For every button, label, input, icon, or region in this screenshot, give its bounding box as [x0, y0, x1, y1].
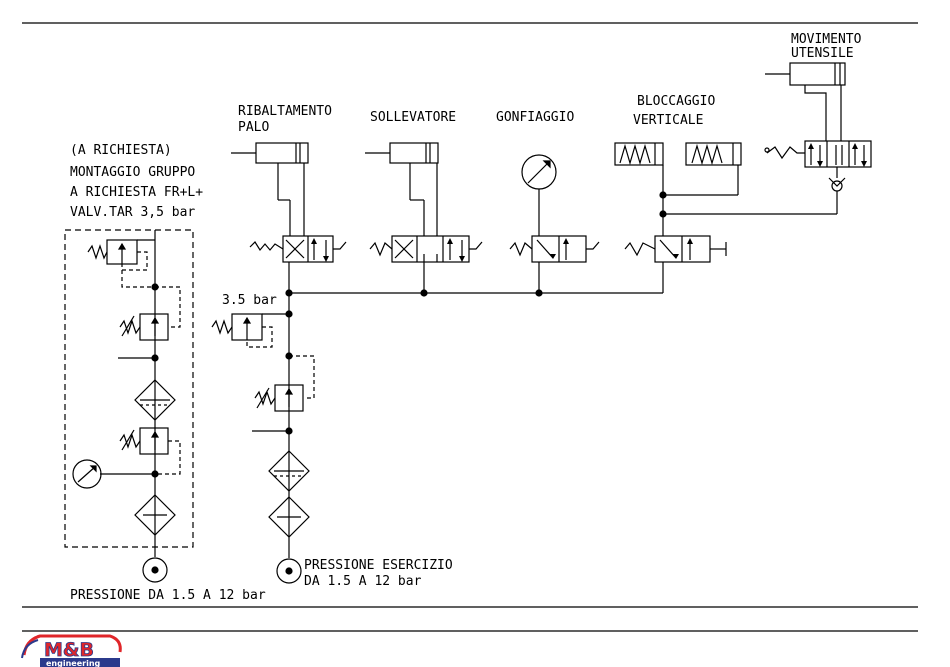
- pressure-regulator-symbol: [120, 314, 168, 340]
- valve-ribaltamento: [250, 236, 346, 262]
- label-relief-setting: 3.5 bar: [222, 293, 277, 308]
- label-bloccaggio-1: BLOCCAGGIO: [637, 94, 715, 109]
- logo-mark: M&B: [44, 639, 94, 661]
- cylinder-movimento: [765, 63, 845, 141]
- relief-valve-3-5-bar: [212, 311, 292, 347]
- company-logo: M&B engineering: [22, 636, 120, 667]
- valve-gonfiaggio: [510, 236, 599, 262]
- gauge-gonfiaggio: [522, 155, 556, 236]
- label-movimento-2: UTENSILE: [791, 46, 854, 61]
- label-ribaltamento-1: RIBALTAMENTO: [238, 104, 332, 119]
- optional-group-box: [65, 230, 193, 547]
- label-pressure-left: PRESSIONE DA 1.5 A 12 bar: [70, 588, 266, 603]
- regulator-symbol: [120, 428, 180, 474]
- cylinder-bloccaggio-1: [615, 143, 663, 236]
- label-sollevatore: SOLLEVATORE: [370, 110, 456, 125]
- valve-sollevatore: [370, 236, 482, 262]
- label-assembly-2: A RICHIESTA FR+L+: [70, 185, 203, 200]
- label-ribaltamento-2: PALO: [238, 120, 269, 135]
- label-optional: (A RICHIESTA): [70, 143, 172, 158]
- label-pressure-main-1: PRESSIONE ESERCIZIO: [304, 558, 453, 573]
- label-gonfiaggio: GONFIAGGIO: [496, 110, 574, 125]
- cylinder-ribaltamento: [231, 143, 308, 236]
- label-assembly-1: MONTAGGIO GRUPPO: [70, 165, 195, 180]
- label-pressure-main-2: DA 1.5 A 12 bar: [304, 574, 422, 589]
- relief-valve-symbol: [88, 240, 155, 270]
- cylinder-sollevatore: [365, 143, 438, 236]
- label-assembly-3: VALV.TAR 3,5 bar: [70, 205, 195, 220]
- logo-subtitle: engineering: [46, 659, 101, 667]
- label-movimento-1: MOVIMENTO: [791, 32, 862, 47]
- check-valve-movimento: [829, 167, 845, 214]
- label-bloccaggio-2: VERTICALE: [633, 113, 703, 128]
- main-regulator-symbol: [255, 385, 303, 411]
- cylinder-bloccaggio-2: [663, 143, 741, 195]
